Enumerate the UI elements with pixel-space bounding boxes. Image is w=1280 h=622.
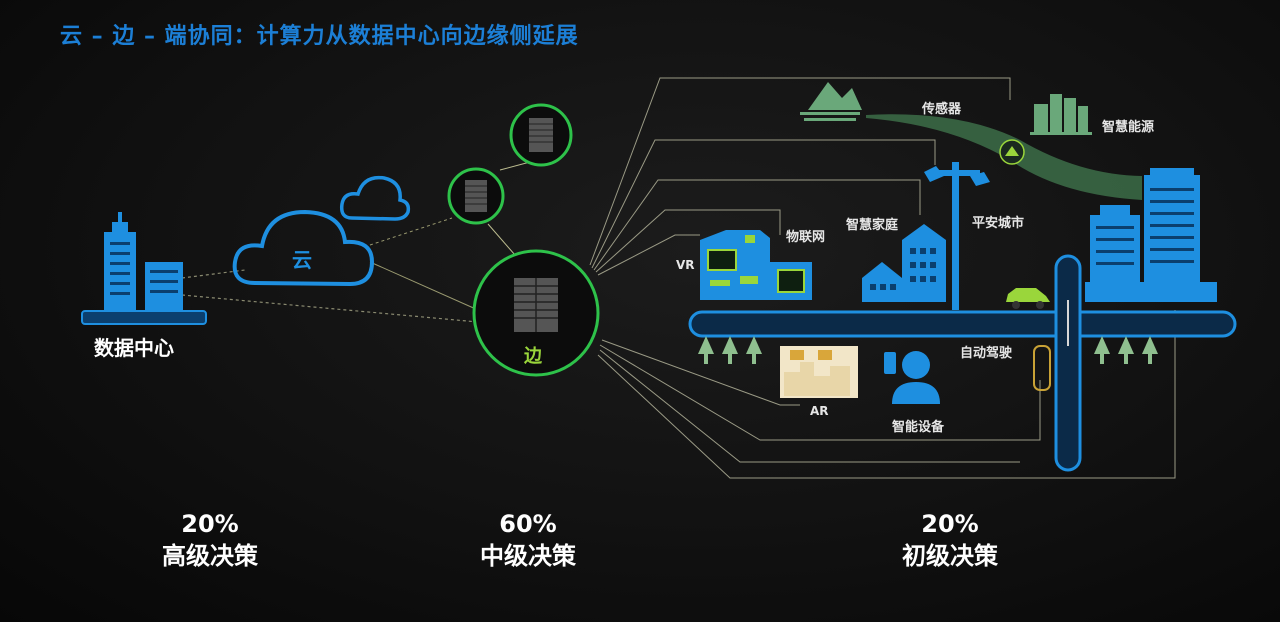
edge-links (487, 161, 531, 256)
tier-mid-percent: 60% (499, 510, 557, 538)
tier-mid-label: 中级决策 (480, 542, 576, 570)
ar-label: AR (810, 404, 829, 418)
tier-high-label: 高级决策 (162, 542, 258, 570)
autonomous-driving-label: 自动驾驶 (960, 346, 1013, 361)
car-icon (1006, 288, 1051, 391)
diagram-title: 云 – 边 – 端协同：计算力从数据中心向边缘侧延展 (60, 24, 579, 49)
vr-label: VR (676, 258, 695, 272)
smart-home-label: 智慧家庭 (846, 218, 899, 233)
smart-energy-label: 智慧能源 (1102, 120, 1155, 135)
cloud-icon (232, 175, 411, 287)
fan-lines (589, 77, 1176, 479)
edge-label: 边 (524, 346, 542, 367)
edge-server-small-2 (447, 167, 505, 225)
tier-high-percent: 20% (181, 510, 239, 538)
smart-home-icon (862, 224, 946, 302)
datacenter-links (181, 269, 479, 323)
safe-city-label: 平安城市 (972, 216, 1025, 231)
smart-device-label: 智能设备 (892, 420, 945, 435)
sensor-label: 传感器 (922, 102, 962, 117)
city-towers-icon (1085, 168, 1217, 302)
edge-server-small-1 (509, 103, 573, 167)
tier-mid: 60% 中级决策 (428, 508, 628, 572)
cloud-links (369, 217, 479, 311)
ar-panel-icon (780, 346, 858, 398)
iot-label: 物联网 (786, 230, 826, 245)
trees-left (698, 336, 762, 364)
tier-low-percent: 20% (921, 510, 979, 538)
edge-server-main (472, 249, 600, 377)
datacenter-icon (81, 212, 207, 325)
smart-device-icon (884, 351, 940, 404)
tier-low-label: 初级决策 (902, 542, 998, 570)
safe-city-camera-icon (924, 162, 990, 310)
road (688, 254, 1237, 472)
tier-low: 20% 初级决策 (850, 508, 1050, 572)
sensor-landscape (800, 82, 1142, 200)
cloud-label: 云 (292, 248, 312, 272)
trees-right (1094, 336, 1158, 364)
vr-house-icon (700, 230, 812, 300)
datacenter-label: 数据中心 (94, 336, 174, 360)
smart-energy-icon (1030, 94, 1092, 135)
tier-high: 20% 高级决策 (110, 508, 310, 572)
